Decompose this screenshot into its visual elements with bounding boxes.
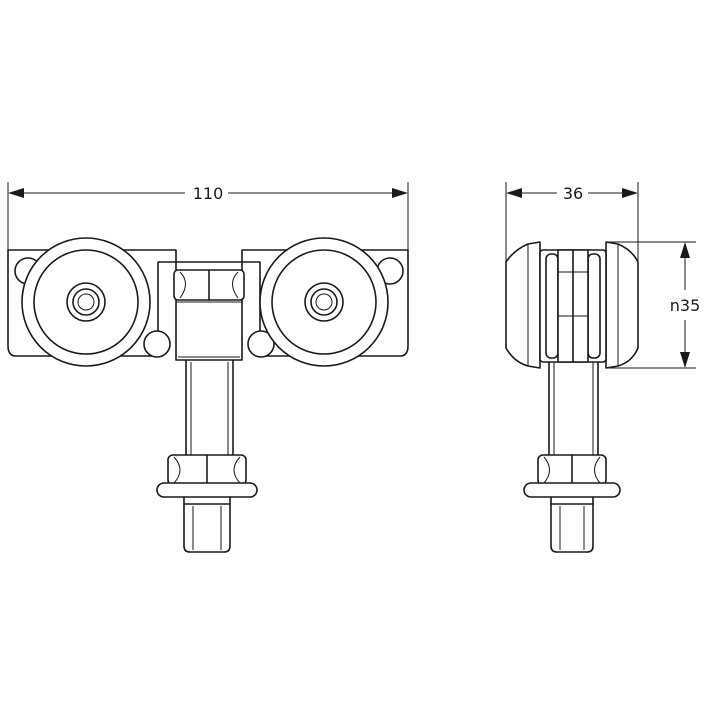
side-bottom-nut	[523, 454, 621, 505]
dimension-front-width: 110	[7, 182, 409, 250]
front-stem	[185, 359, 234, 456]
dimension-label-36: 36	[563, 184, 583, 203]
side-right-tire	[605, 241, 639, 369]
side-left-tire	[505, 241, 541, 369]
dimension-side-width: 36	[505, 182, 639, 262]
front-view: 110	[7, 182, 409, 553]
side-threaded-tip	[550, 503, 594, 553]
side-view: 36 n35	[505, 182, 701, 553]
front-threaded-tip	[183, 503, 231, 553]
front-bottom-nut	[156, 454, 258, 505]
dimension-side-diameter: n35	[606, 241, 701, 369]
side-stem	[548, 359, 599, 456]
front-right-wheel	[259, 237, 389, 367]
side-center-hub	[539, 249, 607, 363]
front-left-wheel	[21, 237, 151, 367]
front-top-nut	[173, 269, 245, 301]
dimension-label-n35: n35	[670, 296, 701, 315]
dimension-label-110: 110	[193, 184, 224, 203]
